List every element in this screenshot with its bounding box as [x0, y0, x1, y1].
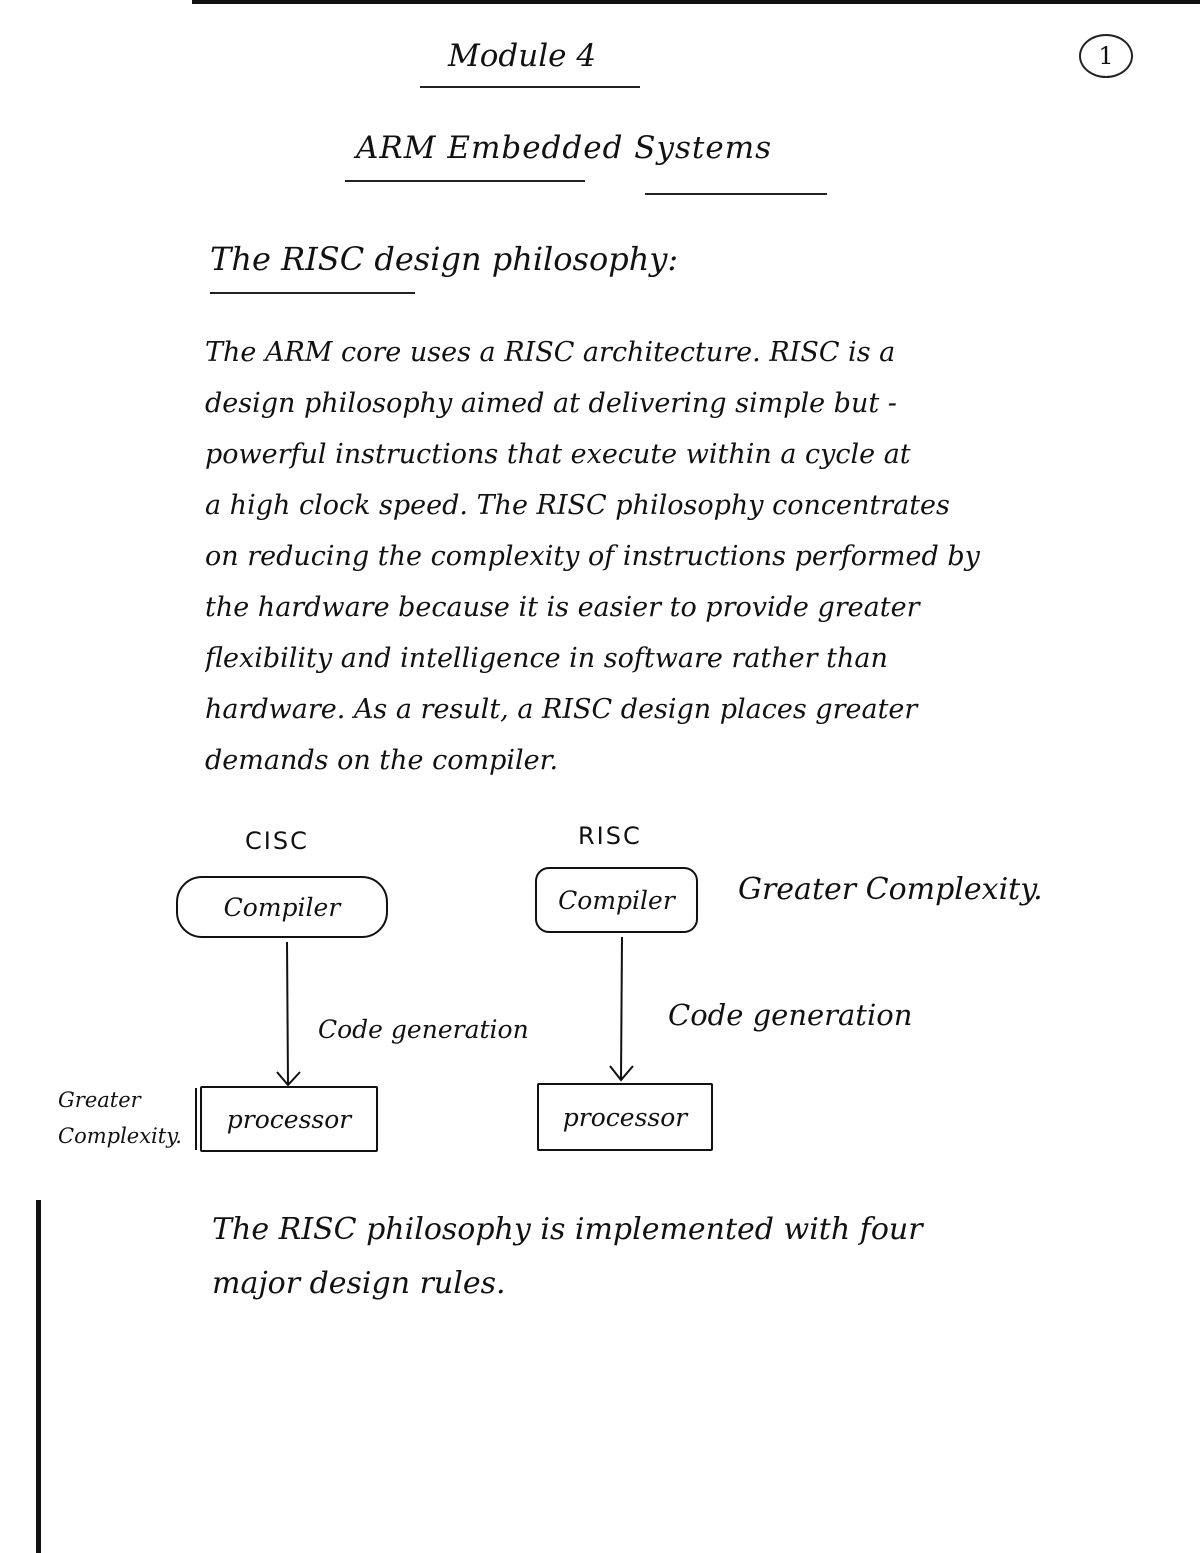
subject-title-underline — [345, 180, 585, 182]
paragraph-line: design philosophy aimed at delivering si… — [205, 388, 897, 419]
cisc-code-generation-label: Code generation — [318, 1015, 529, 1044]
risc-complexity-note: Greater Complexity. — [738, 872, 1043, 907]
risc-compiler-box: Compiler — [535, 867, 698, 933]
left-page-edge-rule — [36, 1200, 41, 1553]
risc-processor-label: processor — [562, 1102, 688, 1132]
paragraph-line: a high clock speed. The RISC philosophy … — [205, 490, 950, 521]
body-paragraph: The ARM core uses a RISC architecture. R… — [205, 327, 1125, 786]
top-page-edge-rule — [192, 0, 1200, 4]
paragraph-line: hardware. As a result, a RISC design pla… — [205, 694, 918, 725]
cisc-compiler-box: Compiler — [176, 876, 388, 938]
cisc-complexity-note: Greater Complexity. — [58, 1088, 182, 1148]
risc-column-label: RISC — [578, 822, 642, 850]
cisc-column-label: CISC — [245, 827, 309, 855]
paragraph-line: the hardware because it is easier to pro… — [205, 592, 920, 623]
risc-processor-box: processor — [537, 1083, 713, 1151]
risc-code-generation-arrow — [609, 936, 634, 1082]
closing-statement: The RISC philosophy is implemented with … — [212, 1203, 1112, 1311]
paragraph-line: on reducing the complexity of instructio… — [205, 541, 980, 572]
paragraph-line: powerful instructions that execute withi… — [205, 439, 911, 470]
cisc-processor-box: processor — [200, 1086, 378, 1152]
closing-line: major design rules. — [212, 1266, 506, 1301]
module-title-underline — [420, 86, 640, 88]
closing-line: The RISC philosophy is implemented with … — [212, 1212, 923, 1247]
subject-title-underline — [645, 193, 827, 195]
paragraph-line: flexibility and intelligence in software… — [205, 643, 888, 674]
paragraph-line: demands on the compiler. — [205, 745, 559, 776]
page-number: 1 — [1079, 34, 1133, 78]
subject-title: ARM Embedded Systems — [356, 130, 773, 166]
risc-code-generation-label: Code generation — [668, 998, 913, 1032]
module-title: Module 4 — [448, 38, 597, 74]
paragraph-line: The ARM core uses a RISC architecture. R… — [205, 337, 896, 368]
cisc-code-generation-arrow — [276, 941, 301, 1087]
section-heading-underline — [210, 292, 415, 294]
section-heading: The RISC design philosophy: — [210, 240, 679, 278]
cisc-processor-label: processor — [226, 1104, 352, 1134]
risc-compiler-label: Compiler — [558, 885, 675, 915]
cisc-compiler-label: Compiler — [223, 892, 341, 922]
